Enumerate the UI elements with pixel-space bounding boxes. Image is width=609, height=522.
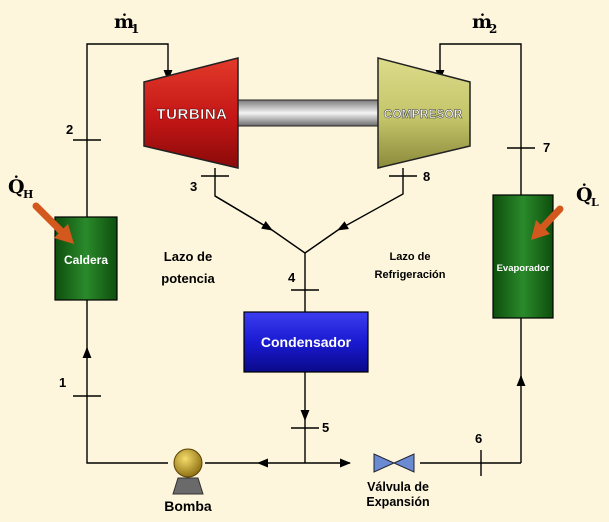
- ql-symbol: Q̇: [576, 184, 593, 206]
- valve-label-line1: Válvula de: [367, 480, 429, 494]
- state-label-5: 5: [322, 420, 329, 435]
- valve-right: [392, 453, 415, 473]
- power-loop-label-line1: Lazo de: [164, 249, 212, 264]
- heat-arrow-qh-head: [54, 224, 74, 244]
- ql-subscript: L: [591, 196, 599, 209]
- compressor-label: COMPRESOR: [384, 107, 463, 121]
- state-label-4: 4: [288, 270, 296, 285]
- evaporator-label: Evaporador: [497, 263, 550, 274]
- valve-label-line2: Expansión: [366, 495, 429, 509]
- heat-arrow-qh: [32, 202, 74, 244]
- state-label-6: 6: [475, 431, 482, 446]
- pipe-boiler-to-turbine: [86, 43, 173, 217]
- pump-base: [172, 477, 204, 495]
- qh-subscript: H: [23, 188, 33, 201]
- pipe-pump-to-boiler: [82, 346, 168, 464]
- condenser: [243, 311, 369, 373]
- pipe-turbine-arrow: [214, 195, 273, 231]
- refrigeration-loop-label-line1: Lazo de: [390, 251, 431, 263]
- pipe-evaporator-to-compressor: [435, 43, 522, 195]
- boiler-label: Caldera: [64, 253, 108, 267]
- m1-symbol: ṁ: [114, 11, 134, 33]
- m2-symbol: ṁ: [472, 11, 492, 33]
- pipe-turbine-to-mix: [214, 168, 273, 231]
- m1-subscript: 1: [131, 22, 139, 36]
- pipe-mix-right: [304, 229, 339, 254]
- pump: [172, 448, 204, 495]
- flow-label-ql: Q̇ L: [576, 184, 599, 209]
- pump-body: [173, 448, 203, 478]
- flow-label-m1: ṁ 1: [114, 11, 139, 36]
- refrigeration-loop-label-line2: Refrigeración: [375, 269, 446, 281]
- power-loop-label-line2: potencia: [161, 271, 215, 286]
- state-labels: 1 2 3 4 5 6 7 8: [59, 122, 550, 446]
- evaporator: [492, 194, 554, 319]
- condenser-label: Condensador: [261, 334, 352, 350]
- heat-arrow-qh-shaft: [32, 202, 66, 236]
- state-label-3: 3: [190, 179, 197, 194]
- state-ticks: [73, 139, 535, 476]
- state-label-1: 1: [59, 375, 66, 390]
- qh-symbol: Q̇: [8, 176, 25, 198]
- turbine: [143, 57, 239, 169]
- expansion-valve: [373, 453, 415, 473]
- heat-arrow-ql: [531, 205, 564, 240]
- turbine-label: TURBINA: [157, 106, 228, 123]
- state-label-7: 7: [543, 140, 550, 155]
- compressor: [377, 57, 471, 169]
- state-label-2: 2: [66, 122, 73, 137]
- heat-arrow-ql-head: [531, 220, 550, 240]
- heat-arrow-ql-shaft: [538, 205, 564, 232]
- pipe-compressor-to-mix: [337, 168, 404, 231]
- shaft: [237, 99, 381, 127]
- flow-label-m2: ṁ 2: [472, 11, 497, 36]
- valve-left: [373, 453, 396, 473]
- flow-label-qh: Q̇ H: [8, 176, 33, 201]
- state-label-8: 8: [423, 169, 430, 184]
- pump-label: Bomba: [164, 498, 212, 514]
- m2-subscript: 2: [489, 22, 497, 36]
